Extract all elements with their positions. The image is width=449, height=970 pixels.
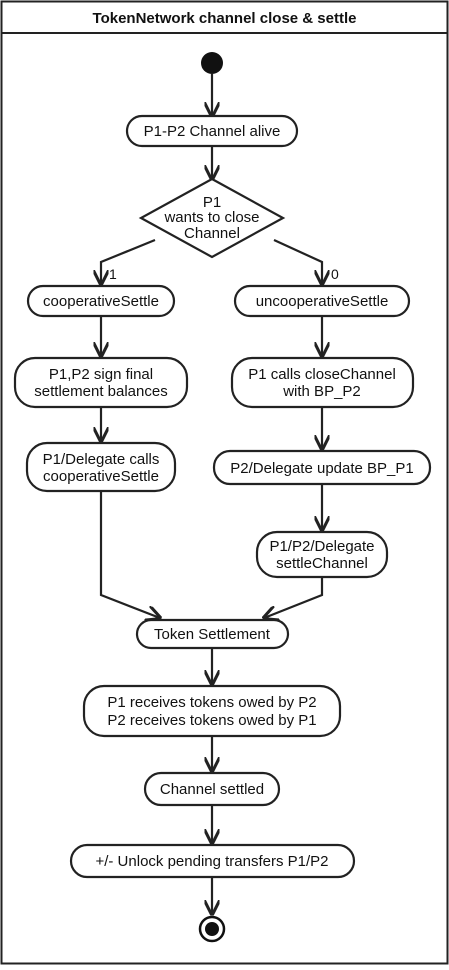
node-close-channel xyxy=(230,356,415,409)
label-receives-1: P1 receives tokens owed by P2 xyxy=(107,694,316,711)
label-settle-channel-2: settleChannel xyxy=(276,555,368,572)
branch-label-left: 1 xyxy=(109,266,117,282)
node-delegate-coop xyxy=(25,441,177,493)
end-node-dot xyxy=(205,922,219,936)
label-decision-3: Channel xyxy=(184,225,240,242)
node-sign-balances xyxy=(13,356,189,409)
start-node xyxy=(201,52,223,74)
label-delegate-coop-1: P1/Delegate calls xyxy=(43,451,160,468)
label-sign-2: settlement balances xyxy=(34,383,167,400)
edge-delegate-token xyxy=(99,491,160,618)
label-settle-channel-1: P1/P2/Delegate xyxy=(269,538,374,555)
node-update-bp xyxy=(212,449,432,486)
label-decision-1: P1 xyxy=(203,194,221,211)
node-channel-settled xyxy=(143,771,281,807)
label-unlock-transfers: +/- Unlock pending transfers P1/P2 xyxy=(95,853,328,870)
node-channel-alive xyxy=(125,114,299,148)
label-receives-2: P2 receives tokens owed by P1 xyxy=(107,712,316,729)
edges xyxy=(101,74,322,914)
branch-label-right: 0 xyxy=(331,266,339,282)
label-channel-alive: P1-P2 Channel alive xyxy=(144,123,281,140)
label-update-bp: P2/Delegate update BP_P1 xyxy=(230,460,413,477)
node-receives-tokens xyxy=(82,684,342,738)
edge-settle-token xyxy=(264,577,324,618)
node-unlock-transfers xyxy=(69,843,356,879)
node-uncooperative-settle xyxy=(233,284,411,318)
label-close-channel-2: with BP_P2 xyxy=(282,383,361,400)
node-cooperative-settle xyxy=(26,284,176,318)
node-token-settlement xyxy=(135,618,290,650)
label-sign-1: P1,P2 sign final xyxy=(49,366,153,383)
label-token-settlement: Token Settlement xyxy=(154,626,271,643)
label-decision-2: wants to close xyxy=(163,209,259,226)
node-settle-channel xyxy=(255,530,389,579)
edge-decision-coop xyxy=(101,238,156,284)
decision-diamond xyxy=(138,177,286,259)
label-channel-settled: Channel settled xyxy=(160,781,264,798)
label-delegate-coop-2: cooperativeSettle xyxy=(43,468,159,485)
label-close-channel-1: P1 calls closeChannel xyxy=(248,366,396,383)
label-cooperative-settle: cooperativeSettle xyxy=(43,293,159,310)
label-uncooperative-settle: uncooperativeSettle xyxy=(256,293,389,310)
diagram-title: TokenNetwork channel close & settle xyxy=(93,10,357,27)
edge-decision-uncoop xyxy=(273,239,322,284)
